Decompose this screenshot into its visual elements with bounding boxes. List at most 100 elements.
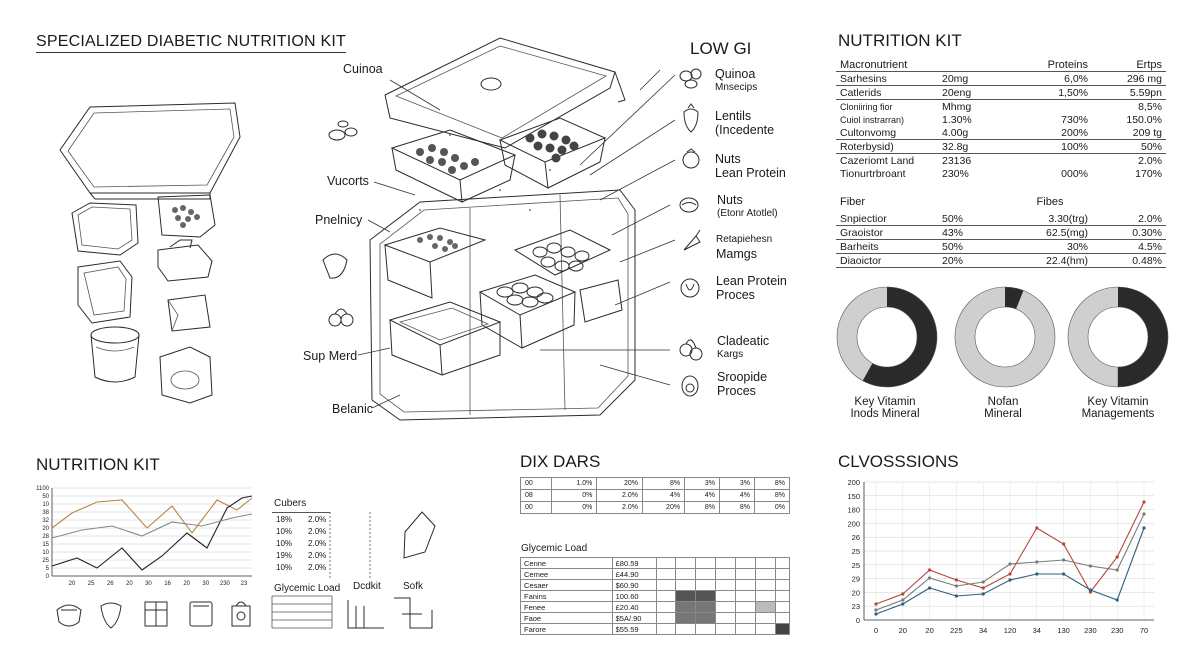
- label-cuinoa: Cuinoa: [343, 62, 383, 76]
- low-gi-heading: LOW GI: [690, 39, 752, 58]
- nut-icon: [679, 197, 699, 213]
- donut-slice: [837, 287, 937, 387]
- dix-glycemic-title: Glycemic Load: [521, 543, 588, 554]
- table-row: Cenne£80.59: [520, 557, 791, 569]
- y-tick-label: 28: [42, 534, 49, 540]
- y-tick-label: 25: [852, 561, 860, 570]
- x-tick-label: 23: [241, 581, 248, 587]
- y-tick-label: 0: [856, 616, 860, 625]
- dix-heading: DIX DARS: [520, 452, 601, 471]
- label-sup-merd: Sup Merd: [303, 349, 358, 363]
- x-tick-label: 230: [220, 581, 231, 587]
- x-tick-label: 120: [1004, 626, 1017, 635]
- nutrition-table-heading: NUTRITION KIT: [838, 31, 962, 50]
- x-tick-label: 225: [950, 626, 963, 635]
- glycemic-table: Cenne£80.59 Cemee£44.90 Cesaer$60.90 Fan…: [520, 557, 791, 635]
- x-tick-label: 230: [1111, 626, 1124, 635]
- donut-charts: [836, 286, 1169, 388]
- table-row: 10%2.0%: [276, 562, 327, 572]
- y-tick-label: 0: [46, 574, 50, 580]
- col-header: [938, 192, 1008, 212]
- series-point: [1008, 562, 1012, 566]
- series-point: [1088, 588, 1092, 592]
- carrot-icon: [683, 229, 701, 251]
- y-tick-label: 150: [847, 492, 860, 501]
- x-tick-label: 130: [1057, 626, 1070, 635]
- series-point: [981, 586, 985, 590]
- y-tick-label: 25: [42, 558, 49, 564]
- x-tick-label: 30: [202, 581, 209, 587]
- bag-icon: [231, 601, 251, 627]
- series-point: [1035, 560, 1039, 564]
- cubers-grid: [329, 511, 436, 578]
- kit-exploded-illustration: [369, 37, 636, 421]
- table-row: 18%2.0%: [276, 514, 327, 524]
- series-point: [901, 592, 905, 596]
- y-tick-label: 23: [852, 602, 860, 611]
- low-gi-item-2: Lentils(Incedente: [715, 109, 775, 137]
- y-tick-label: 20: [852, 588, 860, 597]
- nutrition-table-header: Macronutrient Proteins Ertps: [836, 58, 1166, 72]
- pepper-icon: [680, 278, 700, 298]
- col-header: Ertps: [1092, 58, 1166, 72]
- label-vucorts: Vucorts: [327, 174, 369, 188]
- col-header: [938, 58, 1008, 72]
- containers-illustration: [59, 102, 241, 404]
- table-row: Farore$55.59: [520, 623, 791, 635]
- donut-slice: [955, 287, 1055, 387]
- col-header: Macronutrient: [836, 58, 938, 72]
- series-point: [1115, 555, 1119, 559]
- x-tick-label: 34: [979, 626, 987, 635]
- series-point: [874, 608, 878, 612]
- series-point: [1142, 500, 1146, 504]
- series-point: [1008, 572, 1012, 576]
- series-point: [1062, 572, 1066, 576]
- y-tick-label: 25: [852, 547, 860, 556]
- series-point: [928, 576, 932, 580]
- series-line: [51, 513, 253, 539]
- y-tick-label: 200: [847, 519, 860, 528]
- y-tick-label: 32: [42, 518, 49, 524]
- series-point: [954, 594, 958, 598]
- series-point: [981, 580, 985, 584]
- y-tick-label: 10: [42, 550, 49, 556]
- x-tick-label: 20: [899, 626, 907, 635]
- donut-outline: [836, 286, 938, 388]
- table-row: Cesaer$60.90: [520, 579, 791, 591]
- food-icons-left: [322, 120, 358, 327]
- series-point: [1088, 564, 1092, 568]
- x-tick-label: 34: [1033, 626, 1041, 635]
- x-tick-label: 20: [183, 581, 190, 587]
- y-tick-label: 26: [852, 533, 860, 542]
- series-point: [874, 612, 878, 616]
- glycemic-load-label: Glycemic Load: [274, 583, 341, 594]
- y-tick-label: 5: [46, 566, 50, 572]
- table-row: 10%2.0%: [276, 538, 327, 548]
- col-header: Fiber: [840, 196, 866, 208]
- donut-hole: [856, 306, 918, 368]
- series-point: [901, 602, 905, 606]
- x-tick-label: 30: [145, 581, 152, 587]
- series-point: [1008, 578, 1012, 582]
- x-tick-label: 26: [107, 581, 114, 587]
- y-tick-label: 20: [42, 526, 49, 532]
- x-tick-label: 230: [1084, 626, 1097, 635]
